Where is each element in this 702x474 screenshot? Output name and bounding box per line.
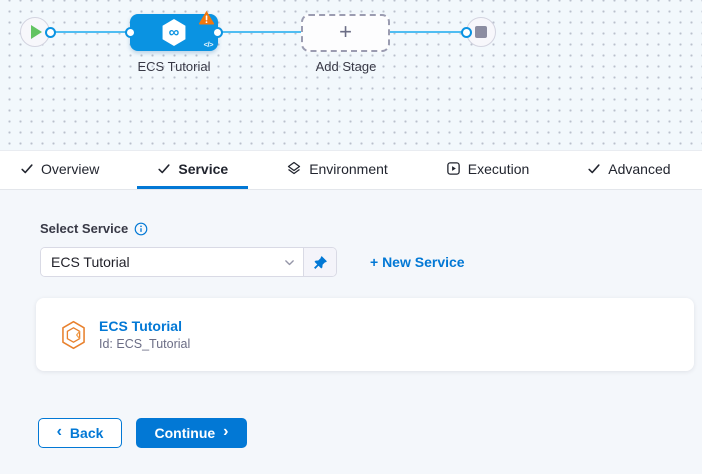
select-service-label: Select Service — [40, 221, 129, 236]
new-service-link[interactable]: + New Service — [370, 254, 465, 270]
service-card-title: ECS Tutorial — [99, 318, 182, 334]
service-tab-content: Select Service + New Service — [0, 190, 702, 474]
check-icon — [588, 163, 600, 173]
connector-dot — [125, 26, 136, 38]
execution-icon — [447, 162, 460, 175]
connector-dot — [45, 26, 56, 38]
tab-label: Execution — [467, 160, 530, 177]
tab-execution[interactable]: Execution — [426, 151, 549, 189]
service-select-group — [40, 247, 337, 277]
tab-label: Overview — [41, 160, 100, 177]
stop-icon — [475, 26, 487, 38]
back-button[interactable]: ‹ Back — [38, 418, 122, 448]
add-stage-label: Add Stage — [315, 59, 377, 74]
continue-button[interactable]: Continue › — [136, 418, 247, 448]
tab-service[interactable]: Service — [137, 151, 249, 189]
play-icon — [31, 25, 42, 39]
stage-tabbar: Overview Service Environment Execution A… — [0, 151, 702, 190]
continue-button-label: Continue — [154, 425, 216, 441]
ecs-hexagon-icon — [62, 320, 85, 349]
tab-label: Service — [178, 160, 229, 177]
code-icon: </> — [203, 40, 214, 49]
stage-label: ECS Tutorial — [137, 59, 211, 74]
select-dropdown-button[interactable] — [275, 248, 303, 276]
pipeline-canvas[interactable]: ∞ </> ECS Tutorial + Add Stage — [0, 0, 702, 151]
cd-hexagon-infinity-icon: ∞ — [162, 19, 186, 46]
add-stage-button[interactable]: + — [301, 14, 390, 52]
check-icon — [158, 163, 170, 173]
service-card-ecs-tutorial[interactable]: ECS Tutorial Id: ECS_Tutorial — [36, 298, 694, 371]
service-select-input[interactable] — [41, 248, 275, 276]
connector-dot — [212, 26, 223, 38]
chevron-down-icon — [284, 259, 294, 265]
tab-label: Advanced — [608, 160, 671, 177]
plus-icon: + — [339, 19, 352, 44]
warning-triangle-icon — [198, 10, 215, 25]
tab-overview[interactable]: Overview — [0, 151, 119, 189]
pin-service-button[interactable] — [303, 248, 336, 276]
service-card-text: ECS Tutorial Id: ECS_Tutorial — [99, 318, 190, 351]
connector-line — [50, 31, 132, 33]
info-icon[interactable] — [134, 222, 148, 236]
tab-environment[interactable]: Environment — [266, 151, 408, 189]
service-card-id: Id: ECS_Tutorial — [99, 337, 191, 351]
chevron-left-icon: ‹ — [56, 423, 62, 440]
stage-node-ecs-tutorial[interactable]: ∞ </> — [130, 10, 218, 51]
check-icon — [21, 163, 33, 173]
pin-icon — [313, 255, 327, 269]
chevron-right-icon: › — [223, 423, 229, 440]
connector-line — [216, 31, 304, 33]
tab-label: Environment — [309, 160, 388, 177]
connector-line — [388, 31, 468, 33]
connector-dot — [461, 26, 472, 38]
back-button-label: Back — [69, 425, 104, 441]
tab-advanced[interactable]: Advanced — [567, 151, 690, 189]
environment-icon — [288, 161, 301, 174]
